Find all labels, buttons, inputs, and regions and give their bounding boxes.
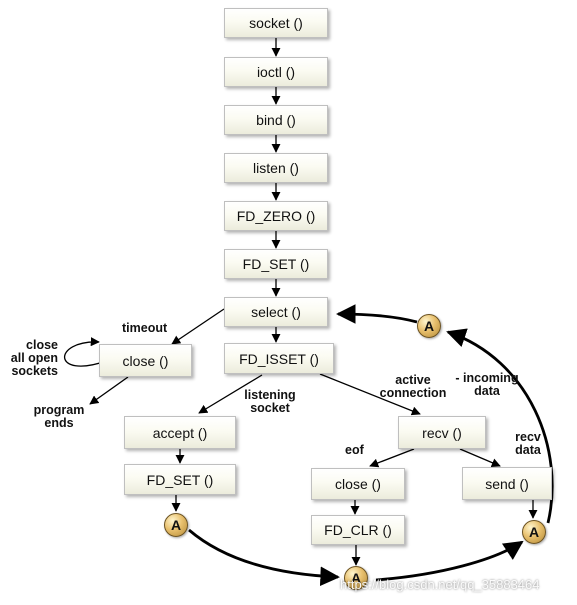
incoming-line2: data [474,384,500,398]
fd-isset-box: FD_ISSET () [224,343,334,374]
close-all-open-sockets-label: close all open sockets [2,339,58,378]
incoming-data-label: - incoming data [446,372,528,398]
connector-a-left: A [164,513,188,537]
accept-box: accept () [124,416,236,449]
connector-a-bottom: A [344,566,368,590]
arrow-connector-bottom-right [375,540,524,582]
arrow-recv-close [369,448,415,468]
active-line1: active [395,373,431,387]
close-left-box: close () [99,344,192,377]
bind-box: bind () [224,105,328,135]
arrow-fdisset-accept [198,374,263,414]
close-all-line3: sockets [11,364,58,378]
recv-data-line2: data [515,443,541,457]
fd-zero-box: FD_ZERO () [224,201,328,231]
program-ends-line1: program [33,403,85,417]
program-ends-label: program ends [26,404,92,430]
fd-clr-box: FD_CLR () [311,515,405,545]
incoming-line1: - incoming [455,371,519,385]
arrow-connector-left-bottom [188,528,340,587]
fd-set-top-box: FD_SET () [224,249,328,279]
connector-a-right: A [522,520,546,544]
recv-data-line1: recv [515,430,541,444]
ioctl-box: ioctl () [224,57,328,87]
recv-data-label: recv data [508,431,548,457]
arrow-close-self-loop [64,337,107,367]
active-connection-label: active connection [373,374,453,400]
fd-set-bottom-box: FD_SET () [124,464,236,495]
arrow-fdisset-recv [319,373,421,416]
select-box: select () [224,297,328,327]
connector-a-top: A [417,314,441,338]
socket-box: socket () [224,8,328,38]
listening-line1: listening [244,388,296,402]
arrow-close-program-ends [89,376,129,405]
arrow-connector-top-select [336,304,418,324]
close-mid-box: close () [311,468,405,500]
send-box: send () [462,467,552,500]
close-all-line2: all open [10,351,58,365]
watermark-text: https://blog.csdn.net/qq_35883464 [340,577,540,592]
close-all-line1: close [26,338,58,352]
timeout-label: timeout [122,321,168,335]
arrow-recv-send [459,448,501,467]
listening-socket-label: listening socket [234,389,306,415]
eof-label: eof [345,443,364,457]
recv-box: recv () [398,416,486,449]
listen-box: listen () [224,153,328,183]
program-ends-line2: ends [44,416,74,430]
active-line2: connection [379,386,447,400]
listening-line2: socket [250,401,290,415]
arrow-select-timeout-close [171,308,225,345]
